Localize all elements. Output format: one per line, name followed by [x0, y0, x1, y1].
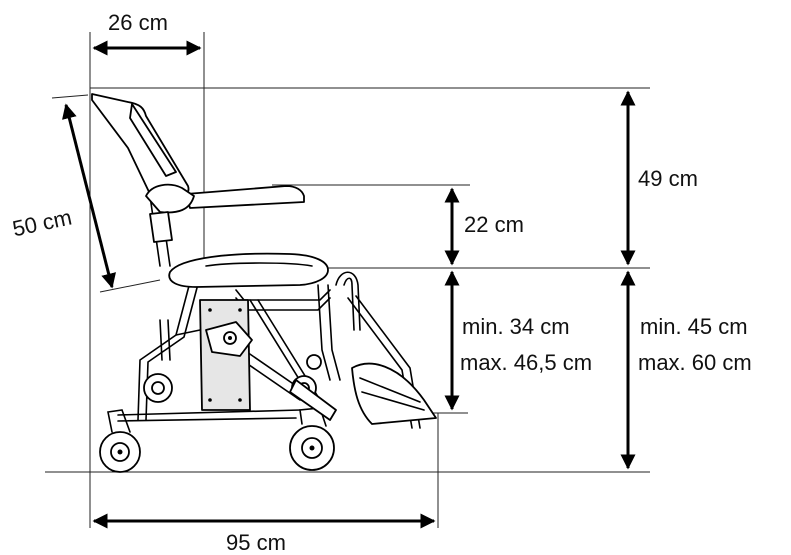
label-armrest-height: 22 cm [464, 212, 524, 237]
dimension-arrows [62, 40, 636, 529]
shower-chair-illustration [91, 93, 437, 473]
frame-plate [199, 299, 251, 411]
backrest-height-arrow [62, 103, 116, 289]
label-total-length: 95 cm [226, 530, 286, 555]
footrest [351, 362, 437, 425]
label-overall-height-max: max. 60 cm [638, 350, 752, 375]
rear-wheel-back-caster [143, 373, 173, 403]
dimension-labels: 26 cm 50 cm 49 cm 22 cm min. 34 cm max. … [10, 10, 751, 555]
label-seat-height-min: min. 34 cm [462, 314, 570, 339]
label-total-height: 49 cm [638, 166, 698, 191]
seat [168, 252, 329, 288]
backrest [91, 93, 190, 197]
label-backrest-height: 50 cm [10, 204, 74, 241]
front-wheel-caster [289, 407, 335, 471]
armrest [185, 185, 305, 209]
label-seat-depth: 26 cm [108, 10, 168, 35]
rear-wheel-front-caster [99, 409, 141, 473]
label-seat-height-max: max. 46,5 cm [460, 350, 592, 375]
label-overall-height-min: min. 45 cm [640, 314, 748, 339]
